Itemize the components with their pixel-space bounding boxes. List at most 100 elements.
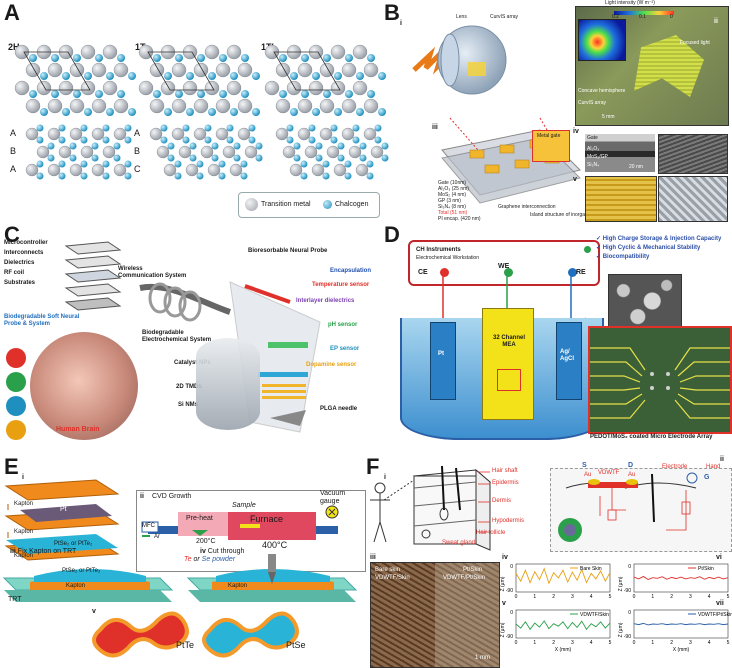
- colorbar-min: 0.2: [612, 14, 619, 20]
- chalcogen-atom: [197, 54, 205, 62]
- layer-total: Total (51 nm): [438, 210, 468, 216]
- metal-atom: [304, 145, 318, 159]
- layer-gate: Gate (10nm): [438, 180, 467, 186]
- metal-atom: [352, 44, 368, 60]
- metal-atom: [193, 127, 207, 141]
- x-tick-label: 0: [515, 594, 518, 600]
- ptse-label: PtSe: [286, 640, 306, 650]
- chart-frame: [515, 609, 611, 639]
- y-tick-label: -90: [624, 634, 631, 640]
- y-tick-label: -90: [506, 634, 513, 640]
- metal-atom: [80, 145, 94, 159]
- chalcogen-atom: [300, 172, 308, 180]
- panel-f: F i Hair shaft Epidermis Dermis Hypoderm…: [366, 450, 732, 668]
- stack-2h-a1: A: [10, 128, 17, 138]
- chalcogen-atom: [182, 136, 190, 144]
- y-tick-label: -90: [506, 588, 513, 594]
- metal-atom: [297, 98, 313, 114]
- stack-1t-b: B: [134, 146, 141, 156]
- metal-atom: [237, 98, 253, 114]
- pt-electrode: Pt: [430, 322, 456, 400]
- layer-gp: GP (3 nm): [438, 198, 461, 204]
- preheat-label: Pre-heat: [186, 515, 213, 522]
- chalcogen-atom: [359, 154, 367, 162]
- property-checklist: ✓ High Charge Storage & Injection Capaci…: [596, 236, 728, 261]
- metal-atom: [275, 98, 291, 114]
- layer-si3n4: Si₃N₄ (8 nm): [438, 204, 466, 210]
- chalcogen-atom: [128, 72, 136, 80]
- coated-region: [435, 563, 499, 667]
- dopamine-icon: [6, 420, 26, 440]
- legend-label: VDWTF/Pt/Skin: [698, 612, 732, 618]
- metal-atom: [47, 127, 61, 141]
- layer-mos2: MoS₂ (4 nm): [438, 192, 467, 198]
- chalcogen-atom: [80, 136, 88, 144]
- chalcogen-atom: [293, 142, 301, 150]
- chalcogen-atom: [359, 142, 367, 150]
- iii-film-label: PtSe₂ or PtTe₂: [62, 568, 101, 574]
- kapton-label-2: Kapton: [14, 529, 34, 535]
- chalcogen-atom: [47, 154, 55, 162]
- series-line-vdwtf-skin: [515, 620, 611, 631]
- wireless-label: Wireless Communication System: [118, 266, 187, 279]
- powder-or: or: [193, 556, 200, 563]
- metal-atom: [286, 80, 302, 96]
- eye-illustration: [412, 25, 507, 95]
- chalcogen-atom: [241, 90, 249, 98]
- chalcogen-atom: [218, 172, 226, 180]
- metal-atom: [326, 145, 340, 159]
- metal-atom: [237, 127, 251, 141]
- s-label: S: [582, 462, 587, 469]
- intensity-map: [578, 19, 626, 61]
- workstation-label: Electrochemical Workstation: [416, 255, 479, 261]
- chalcogen-atom: [330, 124, 338, 132]
- colorbar-max: 0: [670, 14, 673, 20]
- chalcogen-atom: [226, 136, 234, 144]
- metal-gate-inset: Metal gate: [532, 130, 570, 162]
- series-line-pt-skin: [633, 575, 729, 581]
- panel-f-sub-iv: iv: [502, 554, 508, 561]
- concave-label: Concave hemisphere: [578, 88, 626, 94]
- metal-legend-icon: [245, 198, 258, 211]
- panel-c-label: C: [4, 222, 20, 247]
- x-tick-label: 3: [689, 594, 692, 600]
- colorbar-title: Light intensity (W m⁻²): [605, 0, 655, 6]
- island-label: Island structure of inorganic layers: [530, 212, 607, 218]
- series-line-vdwtf-pt-skin: [633, 622, 729, 626]
- photo-scale-f: 1 mm: [475, 655, 490, 661]
- chalcogen-atom: [204, 124, 212, 132]
- metal-atom: [113, 62, 129, 78]
- chalcogen-atom: [211, 154, 219, 162]
- legend-label: Bare Skin: [580, 566, 602, 572]
- chalcogen-atom: [322, 160, 330, 168]
- metal-atom: [25, 163, 39, 177]
- chalcogen-atom: [84, 108, 92, 116]
- chalcogen-atom: [128, 108, 136, 116]
- pt-label: Pt: [438, 351, 444, 357]
- curvis2-label: CurvIS array: [578, 100, 607, 106]
- hypodermis-label: Hypodermis: [492, 518, 525, 524]
- re-jack-icon: [568, 268, 577, 277]
- vdwtf-label: VDWTF: [598, 470, 620, 476]
- chalcogen-atom: [189, 142, 197, 150]
- panel-e-sub-v: v: [92, 608, 96, 615]
- wireless-stack-list: Microcontroller Interconnects Dielectric…: [4, 240, 114, 287]
- stack-2h-b: B: [10, 146, 17, 156]
- metal-atom: [36, 80, 52, 96]
- chalcogen-atom: [255, 142, 263, 150]
- x-tick-label: 2: [552, 640, 555, 646]
- chalcogen-atom: [334, 108, 342, 116]
- x-tick-label: 0: [515, 640, 518, 646]
- panel-a: A 2H 1T 1T′ A B A A B C Transition metal…: [0, 0, 389, 222]
- chalcogen-atom: [160, 136, 168, 144]
- metal-atom: [163, 163, 177, 177]
- hair-follicle-label: Hair follicle: [476, 530, 506, 536]
- x-tick-label: 1: [533, 594, 536, 600]
- furnace-label: Furnace: [250, 514, 284, 524]
- mea-zoom-image: [588, 326, 732, 434]
- chalcogen-atom: [167, 154, 175, 162]
- metal-legend-label: Transition metal: [261, 201, 311, 208]
- metal-atom: [363, 127, 377, 141]
- chalcogen-atom: [290, 72, 298, 80]
- panel-f-sub-ii: ii: [720, 456, 724, 463]
